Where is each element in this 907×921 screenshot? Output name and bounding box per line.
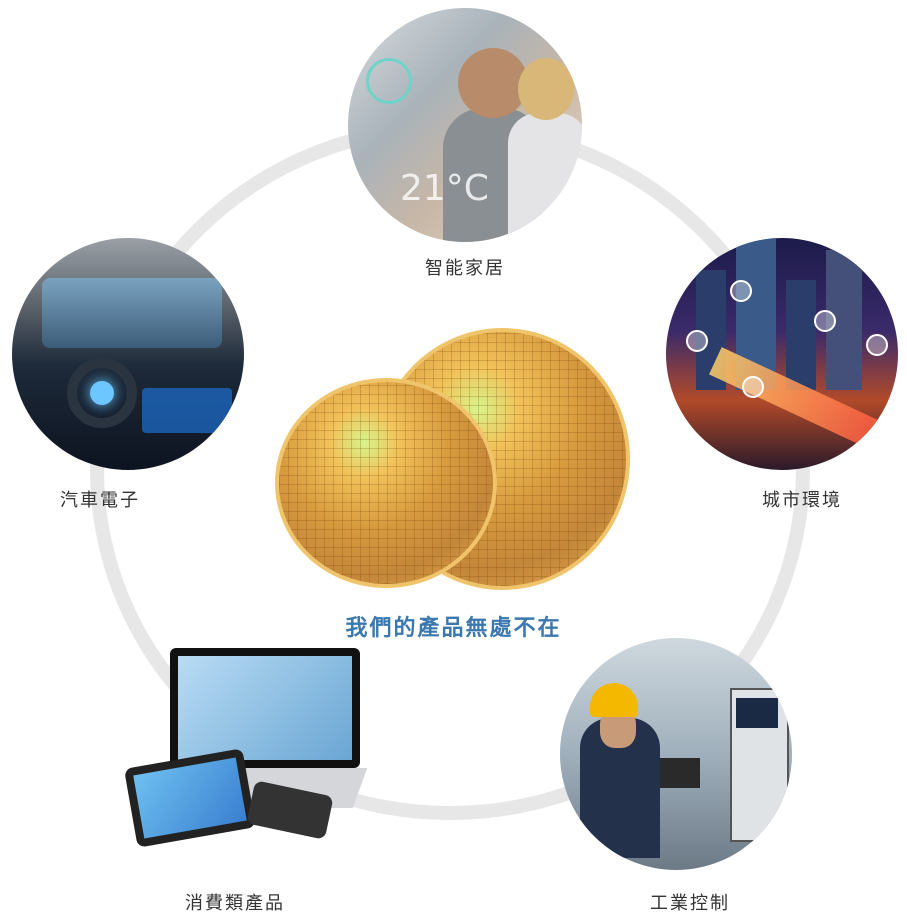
smart-home-image: 21°C (348, 8, 582, 242)
temperature-readout: 21°C (400, 168, 489, 209)
wafer-small-image (275, 378, 497, 588)
smart-home-label: 智能家居 (425, 258, 505, 279)
automotive-label: 汽車電子 (60, 490, 140, 511)
smart-city-label: 城市環境 (762, 490, 842, 511)
steering-wheel-icon (67, 358, 137, 428)
automotive-image (12, 238, 244, 470)
consumer-label: 消費類產品 (185, 893, 285, 914)
hardhat-icon (590, 683, 638, 717)
industrial-label: 工業控制 (650, 893, 730, 914)
industrial-image (560, 638, 792, 870)
tagline: 我們的產品無處不在 (345, 616, 562, 641)
consumer-devices-image (123, 648, 368, 863)
smart-city-image (666, 238, 898, 470)
thermostat-ring-icon (366, 58, 412, 104)
